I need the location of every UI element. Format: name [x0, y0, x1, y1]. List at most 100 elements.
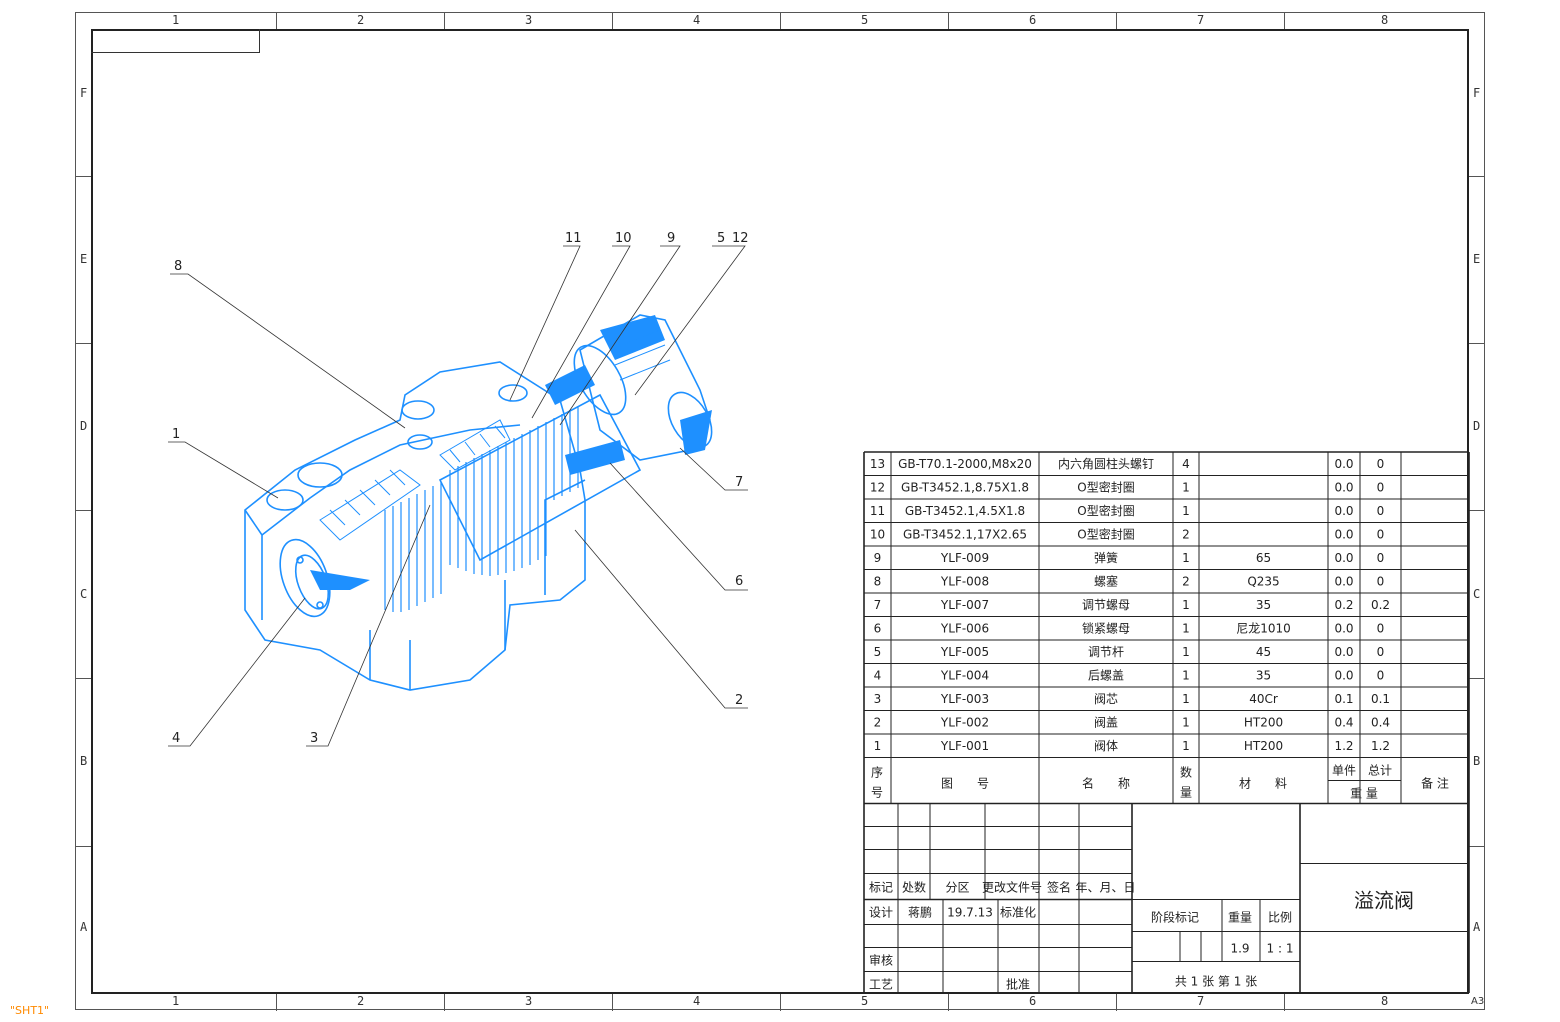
bom-no: 7	[874, 598, 882, 612]
zone-col-divider	[276, 994, 277, 1011]
weight-value: 1.9	[1230, 942, 1249, 956]
zone-col-divider	[612, 12, 613, 29]
bom-unit-weight: 0.2	[1334, 598, 1353, 612]
zone-col-divider	[1284, 12, 1285, 29]
bom-header-no: 序	[871, 765, 883, 780]
bom-code: YLF-006	[940, 622, 989, 636]
solid-section-fills	[310, 315, 712, 590]
bom-code: YLF-004	[940, 669, 989, 683]
bom-code: YLF-005	[940, 645, 989, 659]
callout-7: 7	[735, 475, 743, 490]
zone-col-4-bot: 4	[693, 994, 701, 1008]
bom-material: HT200	[1244, 739, 1283, 753]
zone-row-divider	[1469, 510, 1485, 511]
zone-row-divider	[1469, 176, 1485, 177]
bom-code: YLF-001	[940, 739, 989, 753]
bom-material: Q235	[1247, 575, 1279, 589]
zone-row-C-l: C	[80, 587, 88, 601]
zone-col-1-top: 1	[172, 13, 180, 27]
zone-col-7-top: 7	[1197, 13, 1205, 27]
zone-row-D-l: D	[80, 419, 88, 433]
bom-qty: 1	[1182, 716, 1190, 730]
zone-row-E-l: E	[80, 252, 88, 266]
zone-col-divider	[1284, 994, 1285, 1011]
bom-no: 5	[874, 645, 882, 659]
zone-col-divider	[1116, 994, 1117, 1011]
bom-total-weight: 0.1	[1371, 692, 1390, 706]
zone-col-8-bot: 8	[1381, 994, 1389, 1008]
bom-unit-weight: 0.0	[1334, 645, 1353, 659]
bom-qty: 1	[1182, 481, 1190, 495]
bom-qty: 1	[1182, 645, 1190, 659]
drawing-title: 溢流阀	[1354, 889, 1414, 913]
zone-row-B-r: B	[1473, 754, 1481, 768]
bom-no: 8	[874, 575, 882, 589]
corner-reference-box	[91, 29, 260, 53]
zone-col-3-top: 3	[525, 13, 533, 27]
drawing-border-inner	[91, 29, 1469, 994]
zone-col-3-bot: 3	[525, 994, 533, 1008]
bom-qty: 1	[1182, 551, 1190, 565]
zone-col-6-top: 6	[1029, 13, 1037, 27]
bom-total-weight: 0	[1377, 481, 1385, 495]
bom-name: O型密封圈	[1077, 527, 1134, 542]
bom-header-material: 材 料	[1239, 777, 1287, 791]
bom-header-name: 名 称	[1082, 776, 1130, 791]
zone-col-divider	[444, 12, 445, 29]
bom-name: 调节杆	[1088, 645, 1124, 659]
callout-10: 10	[615, 231, 632, 246]
bom-code: GB-T70.1-2000,M8x20	[898, 457, 1032, 471]
bom-unit-weight: 0.0	[1334, 669, 1353, 683]
bom-total-weight: 0	[1377, 457, 1385, 471]
zone-col-divider	[444, 994, 445, 1011]
bom-name: 螺塞	[1094, 574, 1118, 589]
bom-header-note: 备 注	[1421, 776, 1449, 791]
zone-row-F-r: F	[1473, 86, 1481, 100]
weight-label: 重量	[1228, 911, 1252, 925]
zone-col-divider	[276, 12, 277, 29]
callout-5: 5	[717, 231, 725, 246]
zone-col-divider	[780, 994, 781, 1011]
bom-name: 内六角圆柱头螺钉	[1058, 456, 1154, 471]
bom-header-qty: 数	[1180, 765, 1192, 780]
section-hatching	[384, 406, 579, 612]
bom-code: YLF-009	[940, 551, 989, 565]
standard-label: 标准化	[1000, 906, 1036, 920]
rev-header-4: 签名	[1047, 880, 1071, 895]
bom-no: 12	[870, 481, 885, 495]
bom-unit-weight: 0.0	[1334, 622, 1353, 636]
bom-qty: 2	[1182, 575, 1190, 589]
rev-header-2: 分区	[945, 881, 969, 895]
bom-total-weight: 0.2	[1371, 598, 1390, 612]
bom-unit-weight: 0.0	[1334, 551, 1353, 565]
bom-code: YLF-003	[940, 692, 989, 706]
bom-material: HT200	[1244, 716, 1283, 730]
bom-total-weight: 0	[1377, 551, 1385, 565]
bom-qty: 4	[1182, 457, 1190, 471]
zone-col-divider	[612, 994, 613, 1011]
bom-qty: 2	[1182, 528, 1190, 542]
zone-row-divider	[1469, 678, 1485, 679]
bom-code: YLF-002	[940, 716, 989, 730]
bom-no: 1	[874, 739, 882, 753]
rev-header-1: 处数	[902, 880, 926, 895]
bom-no: 13	[870, 457, 885, 471]
callout-numbers: 8 1 11 10 9 5 12 7 6 2 4 3	[172, 231, 749, 746]
zone-row-D-r: D	[1473, 419, 1481, 433]
bom-total-weight: 0	[1377, 669, 1385, 683]
bom-name: 后螺盖	[1088, 669, 1124, 683]
bom-name: O型密封圈	[1077, 503, 1134, 518]
callout-3: 3	[310, 731, 318, 746]
bom-material: 40Cr	[1249, 692, 1278, 706]
stage-label: 阶段标记	[1151, 910, 1199, 925]
zone-col-2-bot: 2	[357, 994, 365, 1008]
bom-name: 阀体	[1094, 739, 1118, 753]
callout-6: 6	[735, 574, 743, 589]
zone-row-divider	[1469, 343, 1485, 344]
bom-total-weight: 0	[1377, 528, 1385, 542]
zone-col-6-bot: 6	[1029, 994, 1037, 1008]
